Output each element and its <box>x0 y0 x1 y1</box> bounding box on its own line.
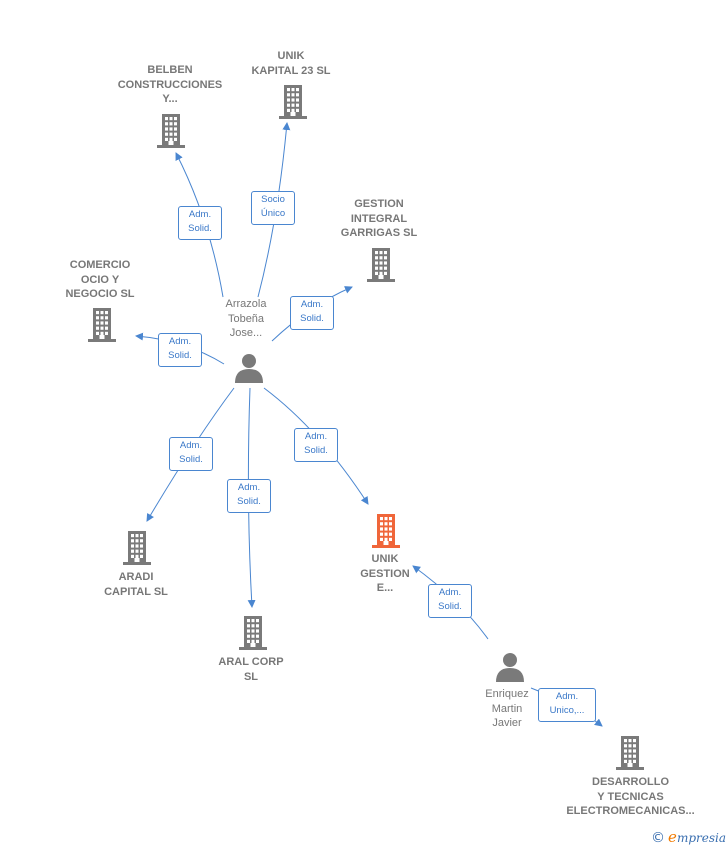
edge-label-belben[interactable]: Adm. Solid. <box>178 206 222 240</box>
company-name: BELBEN CONSTRUCCIONES Y... <box>117 64 223 105</box>
company-name: COMERCIO OCIO Y NEGOCIO SL <box>65 259 135 300</box>
edge-label-gestion-integral[interactable]: Adm. Solid. <box>290 296 334 330</box>
edge-label-unik-gestion-enriquez[interactable]: Adm. Solid. <box>428 584 472 618</box>
building-icon <box>123 531 151 565</box>
person-name: Enriquez Martin Javier <box>485 688 529 729</box>
person-icon <box>235 354 263 383</box>
edge-label-desarrollo[interactable]: Adm. Unico,... <box>538 688 596 722</box>
brand-logo-rest: mpresia <box>676 831 726 845</box>
brand-watermark[interactable]: ©empresia <box>651 828 726 846</box>
building-icon <box>616 736 644 770</box>
person-name: Arrazola Tobeña Jose... <box>225 298 267 339</box>
edge-label-aradi[interactable]: Adm. Solid. <box>169 437 213 471</box>
building-icon <box>157 114 185 148</box>
building-icon <box>367 248 395 282</box>
building-icon <box>279 85 307 119</box>
company-name: DESARROLLO Y TECNICAS ELECTROMECANICAS..… <box>566 776 695 817</box>
edge-label-aral[interactable]: Adm. Solid. <box>227 479 271 513</box>
company-name: ARADI CAPITAL SL <box>104 571 168 598</box>
edge-label-comercio-ocio[interactable]: Adm. Solid. <box>158 333 202 367</box>
building-icon <box>239 616 267 650</box>
company-name: ARAL CORP SL <box>218 656 284 683</box>
building-icon <box>372 514 400 548</box>
company-name: GESTION INTEGRAL GARRIGAS SL <box>340 198 418 239</box>
company-name: UNIK GESTION E... <box>360 553 410 594</box>
brand-logo-first-letter: e <box>668 828 677 846</box>
edge-label-unik-kapital[interactable]: Socio Único <box>251 191 295 225</box>
company-name: UNIK KAPITAL 23 SL <box>251 50 331 77</box>
person-icon <box>496 653 524 682</box>
copyright-symbol: © <box>651 830 666 846</box>
building-icon <box>88 308 116 342</box>
edge-label-unik-gestion-arrazola[interactable]: Adm. Solid. <box>294 428 338 462</box>
